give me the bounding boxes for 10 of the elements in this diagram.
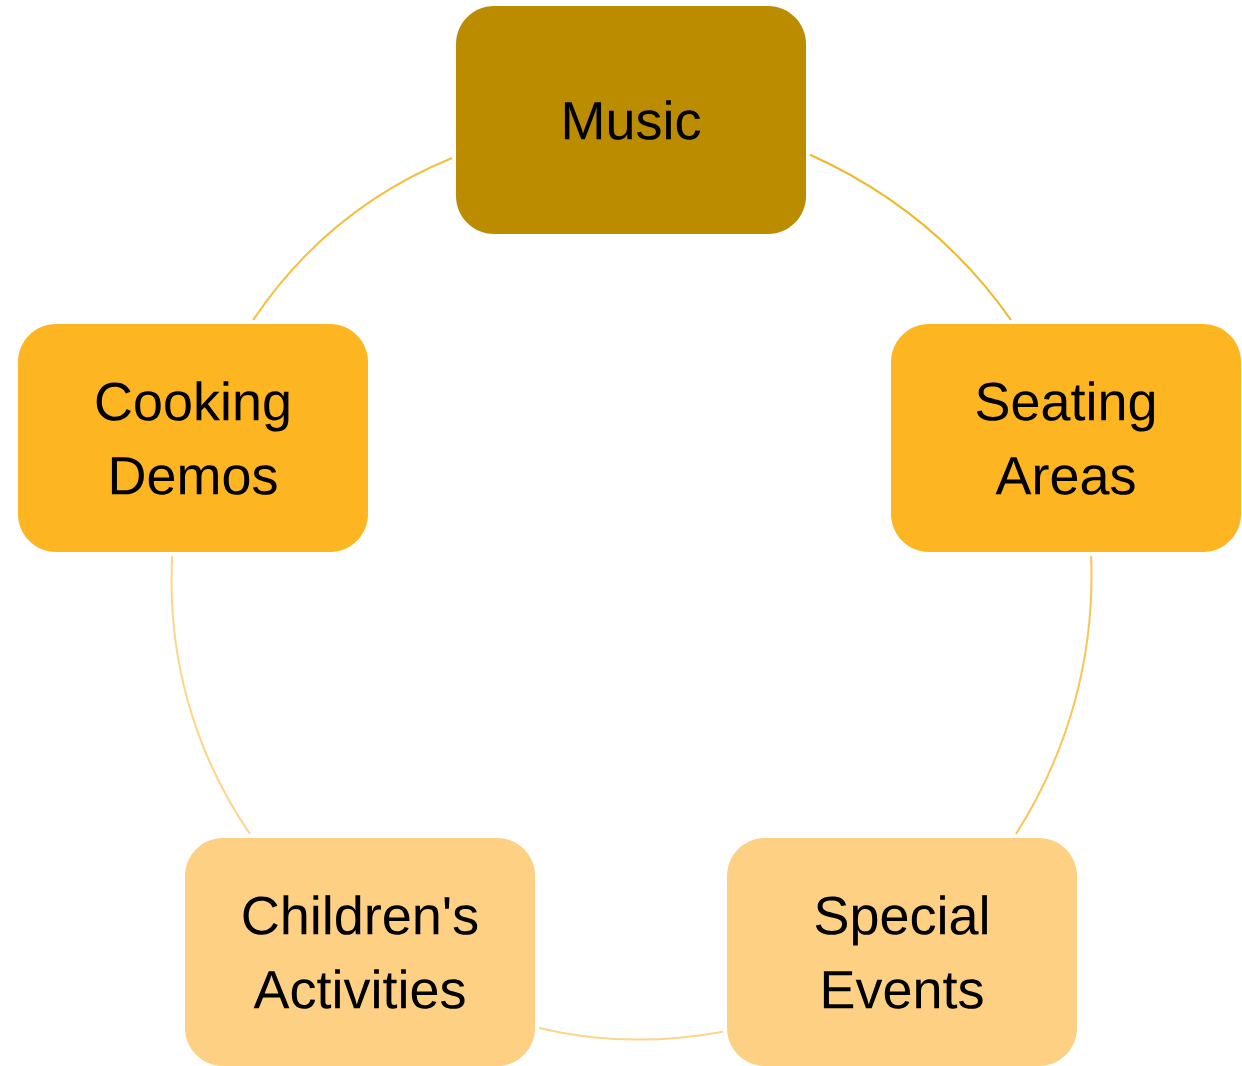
connector-arc — [170, 555, 251, 835]
process-box: Seating Areas — [891, 324, 1241, 552]
connector-arc — [809, 153, 1012, 321]
process-box: Cooking Demos — [18, 324, 368, 552]
connector-arc — [1015, 555, 1093, 835]
process-box: Children's Activities — [185, 838, 535, 1066]
connector-arc — [252, 157, 453, 321]
process-box: Music — [456, 6, 806, 234]
process-box: Special Events — [727, 838, 1077, 1066]
connector-arc — [538, 1027, 724, 1041]
